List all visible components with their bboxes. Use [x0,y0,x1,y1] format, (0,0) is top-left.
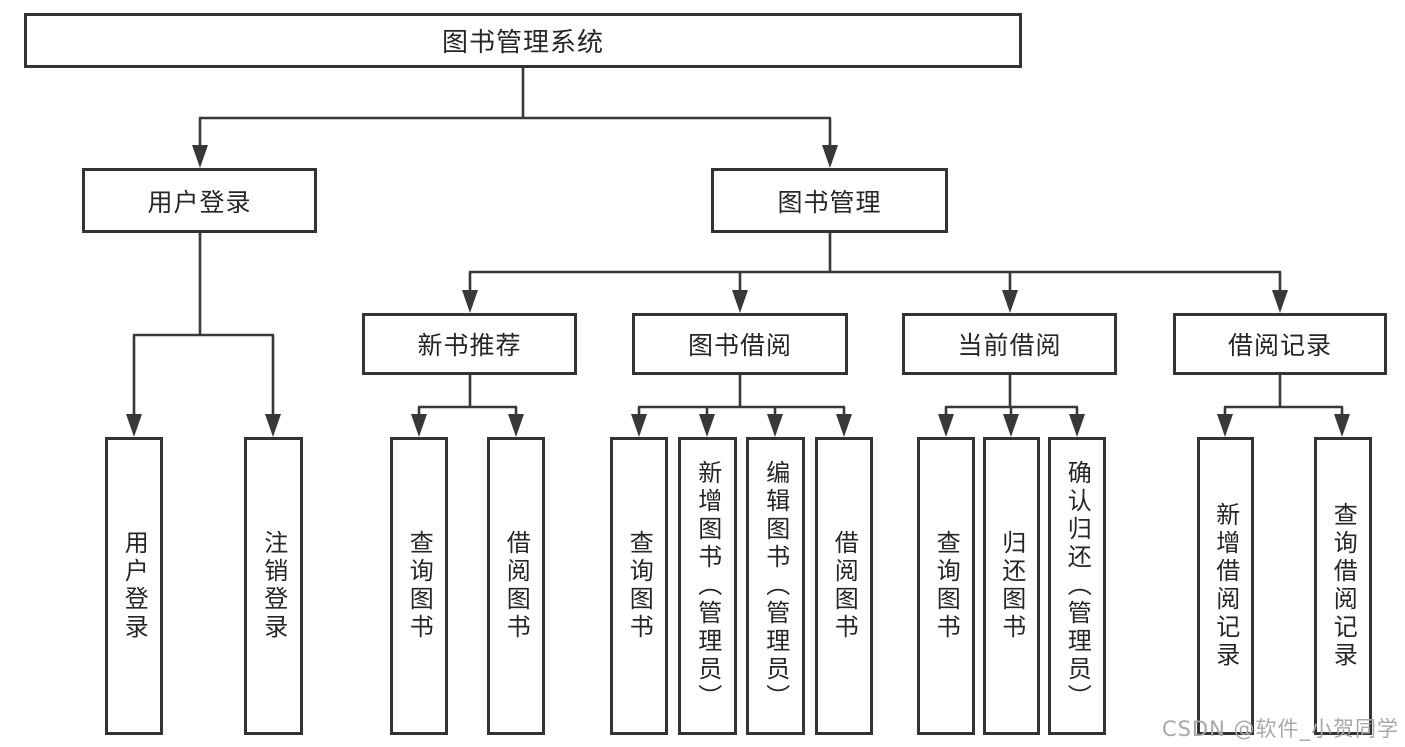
arrowheads [126,145,1350,437]
leaf-query-borrow-record: 查询借阅记录 [1314,437,1372,735]
leaf-confirm-return-admin: 确认归还（管理员） [1048,437,1106,735]
node-book-borrow: 图书借阅 [632,313,848,375]
leaf-return-books: 归还图书 [983,437,1040,735]
leaf-add-book-admin: 新增图书（管理员） [678,437,737,735]
node-library-management-system: 图书管理系统 [24,13,1022,68]
node-new-book-recommend: 新书推荐 [362,313,577,375]
node-user-login: 用户登录 [82,168,317,233]
leaf-query-books-borrow: 查询图书 [610,437,668,735]
node-book-management: 图书管理 [711,168,948,233]
leaf-add-borrow-record: 新增借阅记录 [1197,437,1254,735]
node-borrow-records: 借阅记录 [1173,313,1387,375]
watermark: CSDN @软件_小贺同学 [1161,717,1399,741]
leaf-query-books-recommend: 查询图书 [390,437,448,735]
leaf-query-books-current: 查询图书 [917,437,975,735]
node-current-borrow: 当前借阅 [902,313,1117,375]
leaf-user-login: 用户登录 [105,437,163,735]
leaf-edit-book-admin: 编辑图书（管理员） [746,437,805,735]
leaf-borrow-books: 借阅图书 [815,437,873,735]
leaf-logout: 注销登录 [244,437,303,735]
leaf-borrow-books-recommend: 借阅图书 [487,437,545,735]
